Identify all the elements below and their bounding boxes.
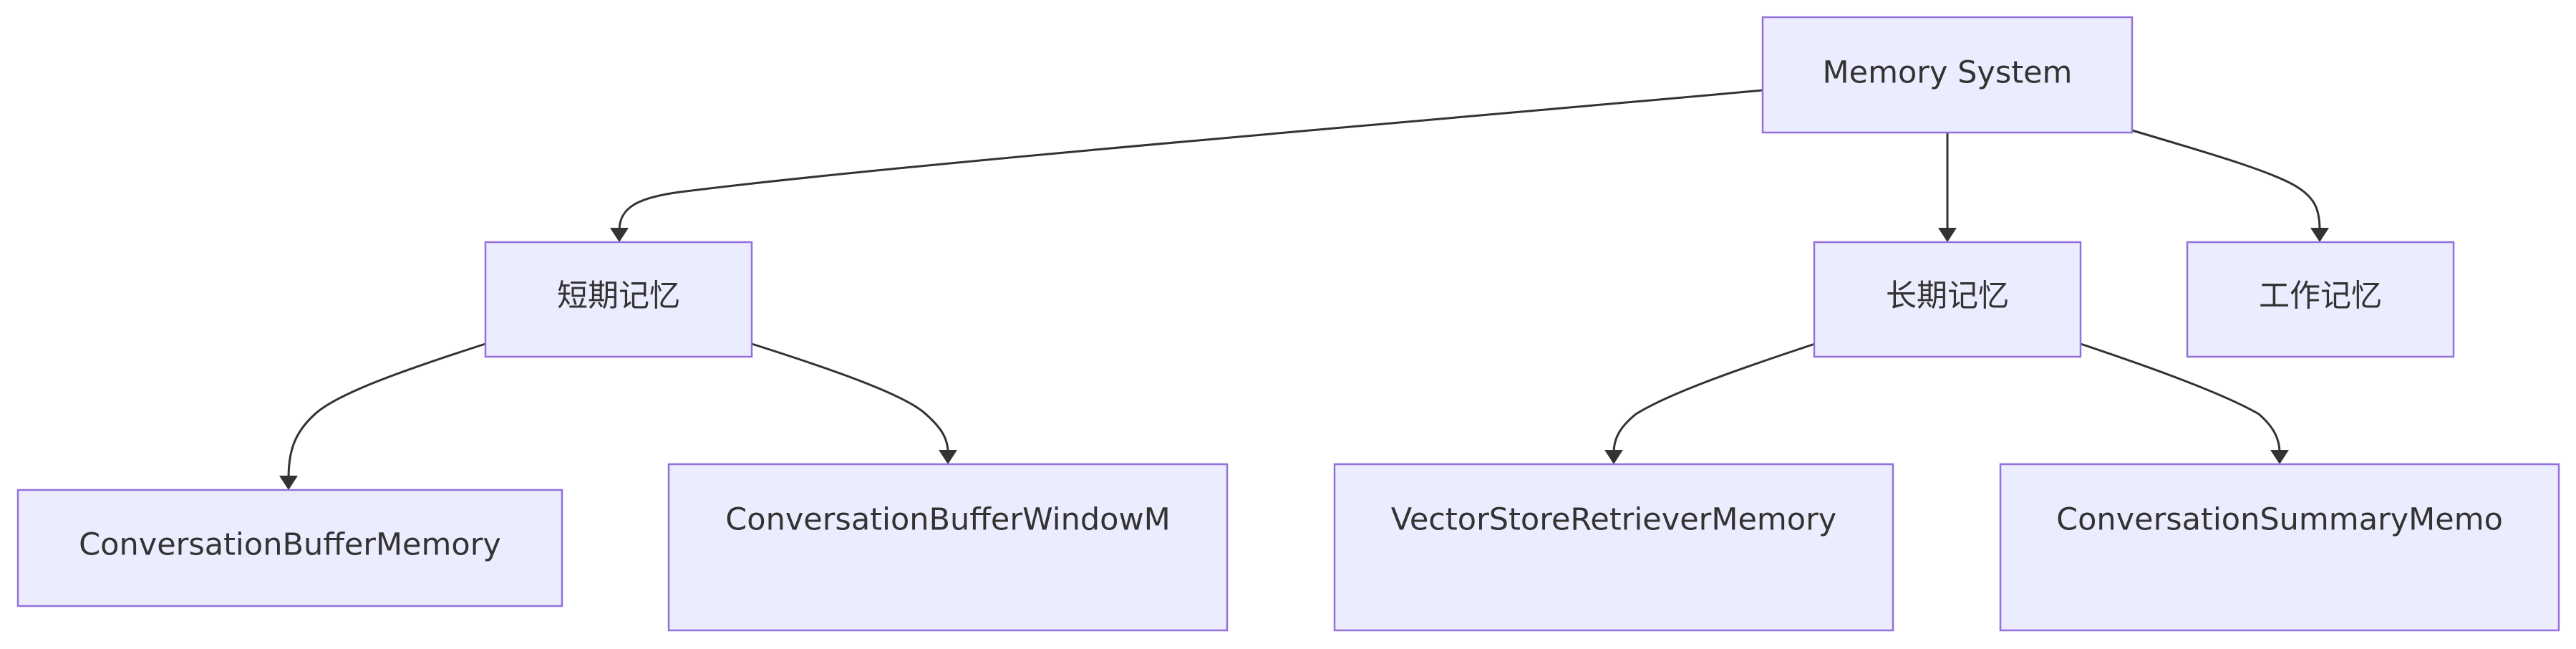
arrow-short-term-to-conv-buffer-window xyxy=(939,450,957,464)
node-short-term-memory: 短期记忆 xyxy=(484,241,753,358)
edge-root-to-short-term xyxy=(618,89,1763,231)
node-memory-system: Memory System xyxy=(1761,16,2134,134)
edge-long-term-to-conv-summary xyxy=(2080,342,2281,453)
node-vector-store-retriever-memory-label: VectorStoreRetrieverMemory xyxy=(1391,502,1836,538)
node-memory-system-box xyxy=(1761,16,2134,134)
edge-short-term-to-conv-buffer-window xyxy=(751,342,949,453)
node-conversation-buffer-memory: ConversationBufferMemory xyxy=(16,489,563,607)
arrow-root-to-long-term xyxy=(1938,228,1957,242)
node-conversation-buffer-window-memory-box xyxy=(667,463,1229,632)
node-long-term-memory-label: 长期记忆 xyxy=(1886,279,2009,314)
arrow-root-to-working xyxy=(2310,228,2329,242)
node-conversation-summary-memory-label: ConversationSummaryMemo xyxy=(2056,502,2503,538)
node-conversation-buffer-window-memory: ConversationBufferWindowM xyxy=(667,463,1229,632)
node-conversation-buffer-memory-box xyxy=(16,489,563,607)
node-vector-store-retriever-memory: VectorStoreRetrieverMemory xyxy=(1333,463,1894,632)
node-memory-system-label: Memory System xyxy=(1823,55,2073,91)
node-conversation-summary-memory-box xyxy=(1999,463,2560,632)
node-conversation-buffer-memory-label: ConversationBufferMemory xyxy=(79,527,501,563)
arrow-root-to-short-term xyxy=(610,228,629,242)
edge-root-to-working xyxy=(2131,129,2321,231)
node-working-memory-label: 工作记忆 xyxy=(2259,279,2382,314)
node-long-term-memory-box xyxy=(1813,241,2082,358)
node-long-term-memory: 长期记忆 xyxy=(1813,241,2082,358)
node-conversation-summary-memory: ConversationSummaryMemo xyxy=(1999,463,2560,632)
node-vector-store-retriever-memory-box xyxy=(1333,463,1894,632)
arrow-long-term-to-conv-summary xyxy=(2270,450,2289,464)
edge-long-term-to-vector-store xyxy=(1612,342,1816,453)
arrow-short-term-to-conv-buffer xyxy=(279,476,298,490)
arrow-long-term-to-vector-store xyxy=(1604,450,1623,464)
edges xyxy=(279,89,2329,490)
node-conversation-buffer-window-memory-label: ConversationBufferWindowM xyxy=(725,502,1170,538)
node-working-memory: 工作记忆 xyxy=(2186,241,2455,358)
node-working-memory-box xyxy=(2186,241,2455,358)
edge-short-term-to-conv-buffer xyxy=(287,342,486,479)
node-short-term-memory-box xyxy=(484,241,753,358)
node-short-term-memory-label: 短期记忆 xyxy=(557,279,680,314)
